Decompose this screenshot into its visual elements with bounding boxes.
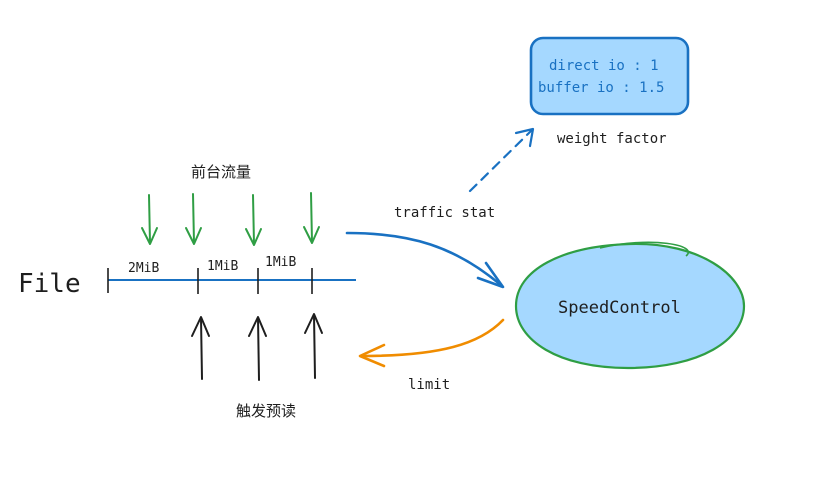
- limit-label: limit: [408, 377, 450, 393]
- speed-control-ellipse-sketch: [599, 241, 690, 257]
- traffic-stat-edge: traffic stat: [345, 205, 505, 289]
- traffic-arrow-1: [141, 194, 158, 245]
- file-timeline: [107, 268, 356, 294]
- trigger-arrow-1: [191, 316, 210, 380]
- weight-factor-dashed-arrow: [468, 128, 534, 193]
- weight-factor-edge: [468, 127, 535, 193]
- trigger-readahead-label: 触发预读: [236, 402, 296, 420]
- readahead-trigger-arrows: [191, 313, 323, 381]
- segment-label-2: 1MiB: [207, 259, 238, 274]
- limit-edge: limit: [358, 318, 505, 393]
- weight-box-shape: [529, 36, 690, 116]
- traffic-arrow-4: [303, 192, 320, 244]
- trigger-arrow-3: [304, 313, 323, 379]
- traffic-stat-label: traffic stat: [394, 205, 495, 221]
- direct-io-weight: direct io : 1: [549, 58, 659, 74]
- segment-label-1: 2MiB: [128, 261, 159, 276]
- foreground-traffic-arrows: [141, 192, 320, 246]
- speed-control-label: SpeedControl: [558, 298, 681, 318]
- segment-label-3: 1MiB: [265, 255, 296, 270]
- traffic-arrow-2: [185, 193, 202, 245]
- weight-factor-arrowhead: [514, 127, 535, 148]
- foreground-traffic-label: 前台流量: [191, 163, 251, 181]
- trigger-arrow-2: [248, 316, 267, 381]
- weight-factor-label: weight factor: [557, 131, 667, 147]
- traffic-stat-arrowhead: [476, 261, 505, 289]
- speed-control-node: SpeedControl: [514, 241, 746, 370]
- buffer-io-weight: buffer io : 1.5: [538, 80, 664, 96]
- weight-box: direct io : 1 buffer io : 1.5: [529, 36, 690, 116]
- speed-control-ellipse: [514, 242, 746, 370]
- limit-arrowhead: [358, 343, 386, 368]
- traffic-arrow-3: [245, 194, 262, 246]
- file-label: File: [18, 269, 81, 299]
- traffic-stat-arrow: [345, 231, 504, 288]
- limit-arrow: [360, 318, 505, 358]
